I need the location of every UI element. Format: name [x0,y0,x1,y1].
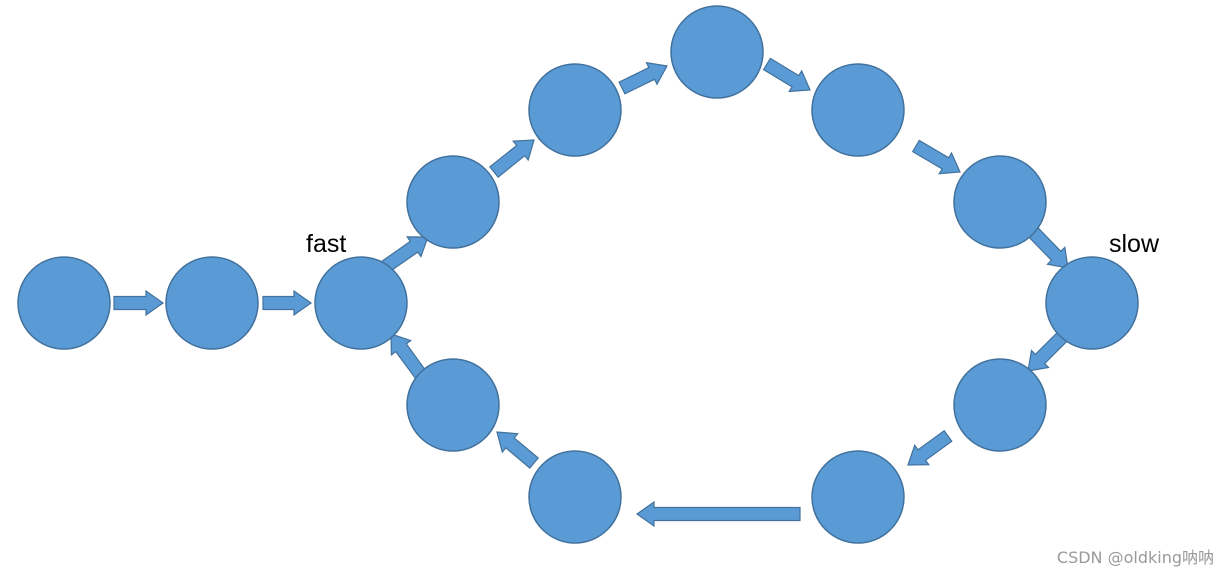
list-node-circle-4 [528,63,622,157]
next-pointer-arrow-2 [380,236,429,274]
watermark: CSDN @oldking呐呐 [1057,548,1214,567]
next-pointer-arrow-1 [262,289,313,317]
fast-pointer-label: fast [306,230,346,258]
list-node-6 [811,63,905,157]
next-pointer-arrow-shape-3 [489,139,535,178]
next-pointer-arrow-shape-9 [907,429,953,466]
next-pointer-arrow-5 [762,57,811,93]
list-node-circle-6 [811,63,905,157]
list-node-5 [670,5,764,99]
next-pointer-arrow-3 [489,139,535,178]
next-pointer-arrow-11 [496,431,540,469]
list-node-7 [953,155,1047,249]
list-node-12 [406,358,500,452]
next-pointer-arrow-4 [618,61,668,95]
next-pointer-arrow-shape-8 [1027,330,1069,372]
list-node-circle-3 [406,155,500,249]
slow-pointer-label: slow [1109,230,1160,258]
next-pointer-arrow-shape-4 [618,61,668,95]
list-node-circle-11 [528,450,622,544]
next-pointer-arrow-shape-6 [911,139,961,175]
list-node-4 [528,63,622,157]
next-pointer-arrow-shape-2 [380,236,429,274]
next-pointer-arrow-shape-7 [1027,226,1069,269]
list-node-8 [1045,256,1139,350]
list-node-0 [17,256,111,350]
list-node-circle-9 [953,358,1047,452]
list-node-10 [811,450,905,544]
list-node-circle-10 [811,450,905,544]
next-pointer-arrow-0 [113,289,165,317]
next-pointer-arrow-shape-1 [262,289,313,317]
next-pointer-arrow-7 [1027,226,1069,269]
next-pointer-arrow-shape-12 [390,333,428,380]
next-pointer-arrow-shape-10 [635,500,801,528]
nodes-layer [17,5,1139,544]
list-node-circle-7 [953,155,1047,249]
list-node-2 [314,256,408,350]
list-node-9 [953,358,1047,452]
list-node-11 [528,450,622,544]
list-node-3 [406,155,500,249]
next-pointer-arrow-shape-5 [762,57,811,93]
next-pointer-arrow-shape-11 [496,431,540,469]
next-pointer-arrow-10 [635,500,801,528]
list-node-circle-8 [1045,256,1139,350]
next-pointer-arrow-9 [907,429,953,466]
next-pointer-arrow-shape-0 [113,289,165,317]
list-node-circle-12 [406,358,500,452]
list-node-circle-1 [165,256,259,350]
list-node-1 [165,256,259,350]
next-pointer-arrow-8 [1027,330,1069,372]
list-node-circle-5 [670,5,764,99]
next-pointer-arrow-12 [390,333,428,380]
list-node-circle-2 [314,256,408,350]
list-node-circle-0 [17,256,111,350]
next-pointer-arrow-6 [911,139,961,175]
arrows-layer [113,57,1069,528]
